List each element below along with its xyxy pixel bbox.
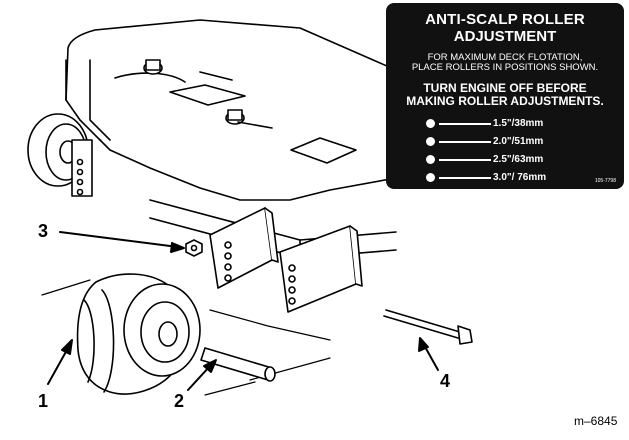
height-value: 2.0"/51mm (493, 136, 544, 147)
roller-spacer (200, 347, 276, 382)
leader-line (439, 141, 491, 143)
callout-4: 4 (440, 371, 451, 391)
height-row: 2.5"/63mm (426, 153, 616, 167)
caster-wheel (27, 113, 93, 197)
dot-icon (426, 137, 435, 146)
callout-2: 2 (174, 391, 185, 411)
dot-icon (426, 155, 435, 164)
height-row: 3.0"/ 76mm (426, 171, 616, 185)
figure-id: m–6845 (574, 414, 618, 428)
height-value: 3.0"/ 76mm (493, 172, 547, 183)
callout-1: 1 (38, 391, 49, 411)
height-row: 2.0"/51mm (426, 135, 616, 149)
height-value: 1.5"/38mm (493, 118, 544, 129)
height-row: 1.5"/38mm (426, 117, 616, 131)
callout-3: 3 (38, 221, 49, 241)
decal-warning-line-1: TURN ENGINE OFF BEFORE (423, 81, 587, 95)
anti-scalp-roller (76, 273, 201, 395)
decal-part-code: 105-7798 (594, 178, 616, 184)
leader-line (439, 159, 491, 161)
decal-warning-line-2: MAKING ROLLER ADJUSTMENTS. (406, 94, 604, 108)
height-value: 2.5"/63mm (493, 154, 544, 165)
leader-arrows (47, 231, 439, 391)
mower-deck (65, 19, 397, 259)
dot-icon (426, 173, 435, 182)
left-roller-bracket (185, 207, 279, 289)
decal-subtitle-line-1: FOR MAXIMUM DECK FLOTATION, (427, 52, 583, 63)
leader-line (439, 177, 491, 179)
decal-title-line-1: ANTI-SCALP ROLLER (425, 11, 585, 28)
leader-line (439, 123, 491, 125)
decal-subtitle-line-2: PLACE ROLLERS IN POSITIONS SHOWN. (411, 62, 599, 73)
dot-icon (426, 119, 435, 128)
adjustment-decal: ANTI-SCALP ROLLER ADJUSTMENT FOR MAXIMUM… (386, 3, 624, 189)
roller-bolt (383, 309, 473, 345)
decal-title-line-2: ADJUSTMENT (453, 28, 557, 45)
right-roller-bracket (279, 225, 363, 313)
